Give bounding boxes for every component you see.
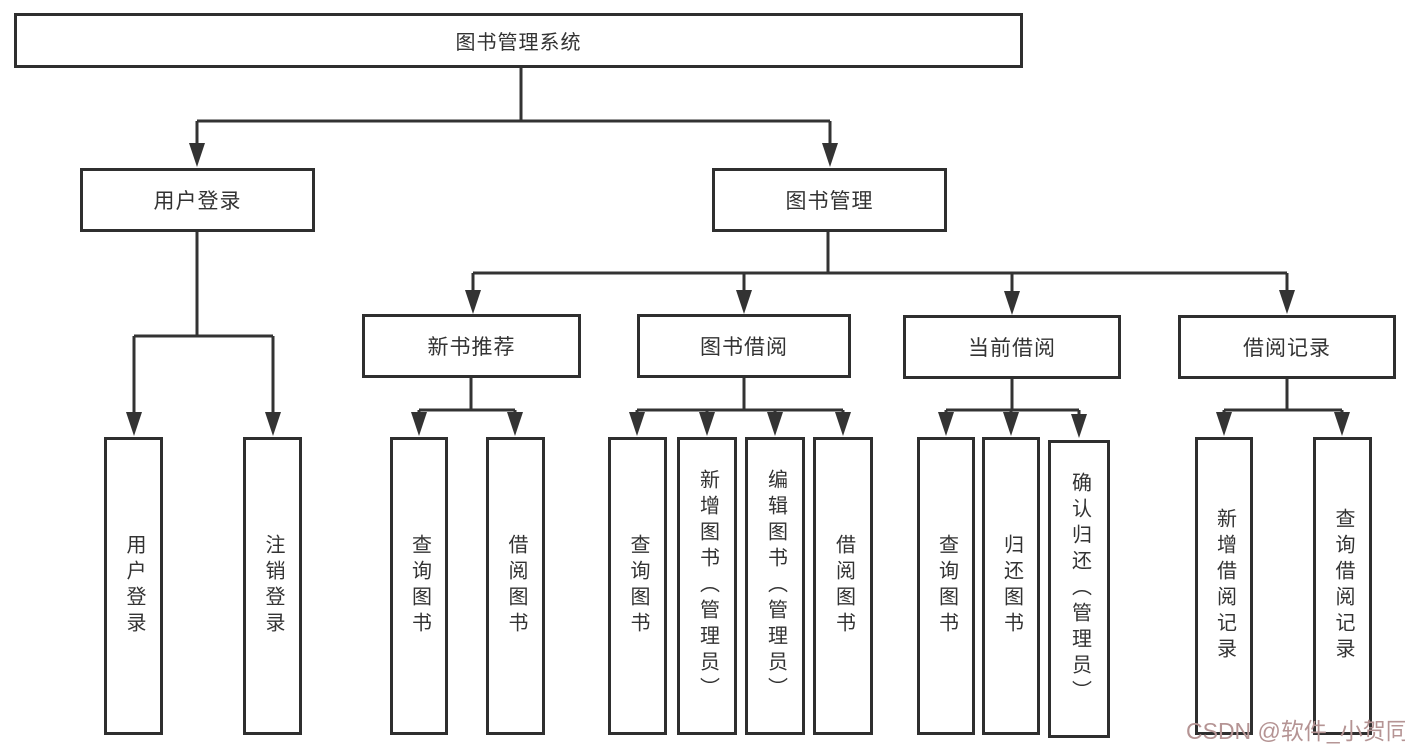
connector-book-mgmt-to-level3 [471, 232, 1289, 293]
node-book-mgmt-label: 图书管理 [785, 190, 874, 213]
connector-user-login-to-leaves [132, 232, 275, 414]
node-root-label: 图书管理系统 [455, 32, 582, 54]
leaf-nbr-query-books: 查询图书 [390, 437, 448, 735]
leaf-nbr-borrow-books-label: 借阅图书 [505, 534, 527, 638]
node-book-borrow: 图书借阅 [637, 314, 851, 378]
leaf-cb-return-books: 归还图书 [982, 437, 1040, 735]
connector-new-book-rec-to-leaves [417, 378, 517, 415]
leaf-br-add-record-label: 新增借阅记录 [1213, 508, 1236, 664]
leaf-cb-query-books-label: 查询图书 [935, 534, 958, 638]
leaf-user-login-label: 用户登录 [123, 534, 145, 638]
leaf-nbr-query-books-label: 查询图书 [408, 534, 431, 638]
leaf-cb-confirm-return-admin-label: 确认归还（管理员） [1068, 472, 1091, 706]
leaf-bb-add-books-admin-label: 新增图书（管理员） [696, 469, 719, 703]
leaf-bb-edit-books-admin: 编辑图书（管理员） [745, 437, 805, 735]
node-current-borrow-label: 当前借阅 [968, 337, 1056, 360]
leaf-br-query-record: 查询借阅记录 [1313, 437, 1372, 735]
leaf-user-login: 用户登录 [104, 437, 163, 735]
leaf-cb-return-books-label: 归还图书 [1000, 534, 1023, 638]
leaf-cb-confirm-return-admin: 确认归还（管理员） [1048, 440, 1110, 738]
leaf-cb-query-books: 查询图书 [917, 437, 975, 735]
connector-borrow-records-to-leaves [1222, 379, 1344, 415]
node-user-login: 用户登录 [80, 168, 315, 232]
leaf-logout-label: 注销登录 [262, 534, 284, 638]
node-book-borrow-label: 图书借阅 [700, 336, 788, 359]
leaf-bb-edit-books-admin-label: 编辑图书（管理员） [764, 469, 787, 703]
leaf-br-add-record: 新增借阅记录 [1195, 437, 1253, 735]
leaf-bb-query-books-label: 查询图书 [627, 534, 649, 638]
leaf-bb-borrow-books: 借阅图书 [813, 437, 873, 735]
node-user-login-label: 用户登录 [153, 190, 242, 213]
leaf-nbr-borrow-books: 借阅图书 [486, 437, 545, 735]
leaf-bb-query-books: 查询图书 [608, 437, 667, 735]
node-borrow-records-label: 借阅记录 [1243, 337, 1331, 360]
connector-current-borrow-to-leaves [944, 379, 1081, 417]
leaf-logout: 注销登录 [243, 437, 302, 735]
leaf-br-query-record-label: 查询借阅记录 [1332, 508, 1354, 664]
csdn-watermark: CSDN @软件_小贺同学 [1186, 718, 1405, 744]
node-borrow-records: 借阅记录 [1178, 315, 1396, 379]
node-current-borrow: 当前借阅 [903, 315, 1121, 379]
connector-book-borrow-to-leaves [635, 378, 845, 415]
node-new-book-rec-label: 新书推荐 [427, 336, 516, 359]
leaf-bb-borrow-books-label: 借阅图书 [832, 534, 855, 638]
node-new-book-rec: 新书推荐 [362, 314, 581, 378]
leaf-bb-add-books-admin: 新增图书（管理员） [677, 437, 737, 735]
node-book-mgmt: 图书管理 [712, 168, 947, 232]
connector-root-to-level2 [195, 66, 832, 146]
node-root: 图书管理系统 [14, 13, 1023, 68]
